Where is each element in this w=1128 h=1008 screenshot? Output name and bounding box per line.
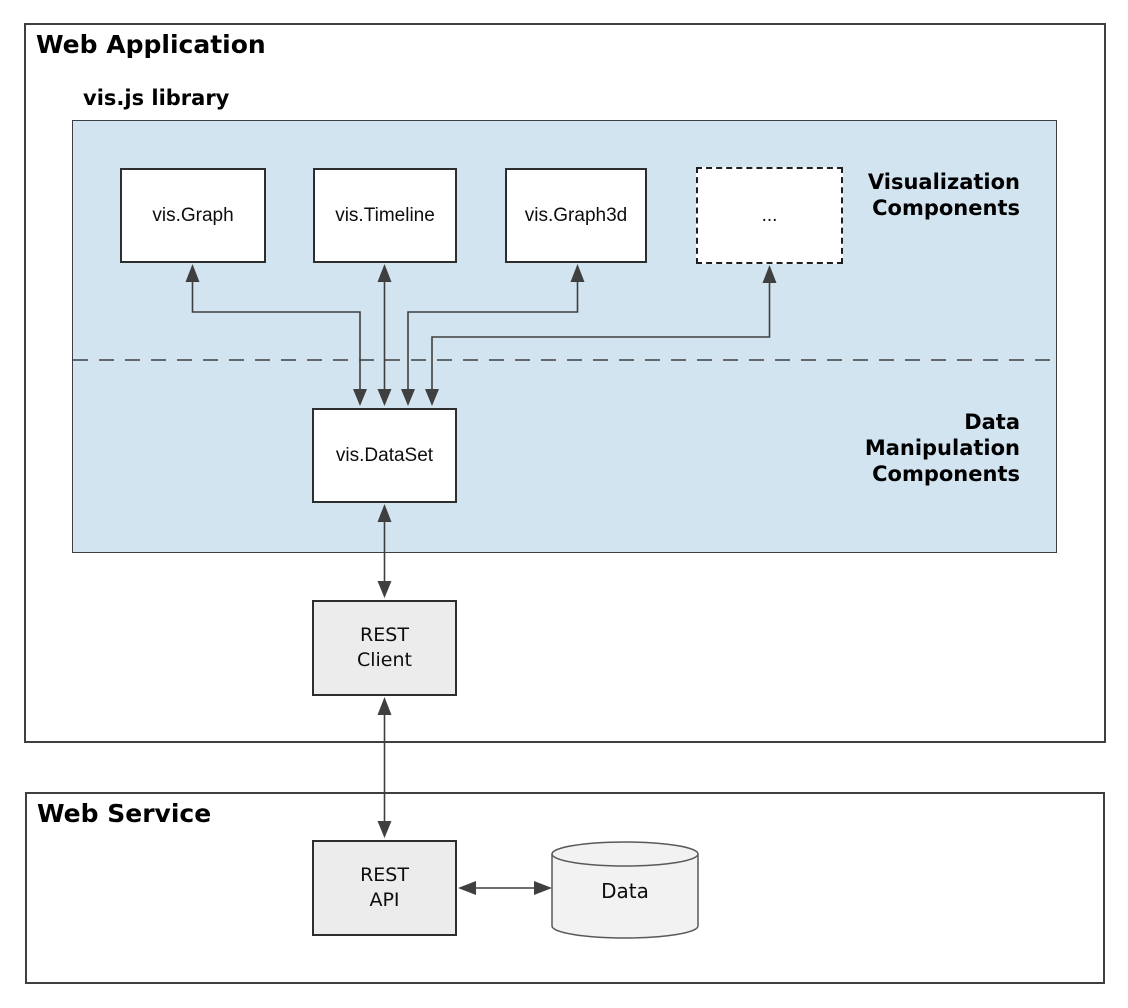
node-vis-graph3d: vis.Graph3d (505, 168, 647, 263)
visjs-library-label: vis.js library (83, 86, 230, 110)
web-application-title: Web Application (36, 30, 266, 59)
node-vis-dataset: vis.DataSet (312, 408, 457, 503)
node-vis-graph: vis.Graph (120, 168, 266, 263)
visualization-components-label: Visualization Components (867, 170, 1020, 220)
data-store-label: Data (601, 879, 649, 903)
node-more-components: ... (696, 167, 843, 264)
node-vis-timeline: vis.Timeline (313, 168, 457, 263)
web-service-title: Web Service (37, 799, 212, 828)
data-manipulation-components-label: Data Manipulation Components (864, 410, 1020, 486)
node-rest-client: REST Client (312, 600, 457, 696)
node-rest-api: REST API (312, 840, 457, 936)
